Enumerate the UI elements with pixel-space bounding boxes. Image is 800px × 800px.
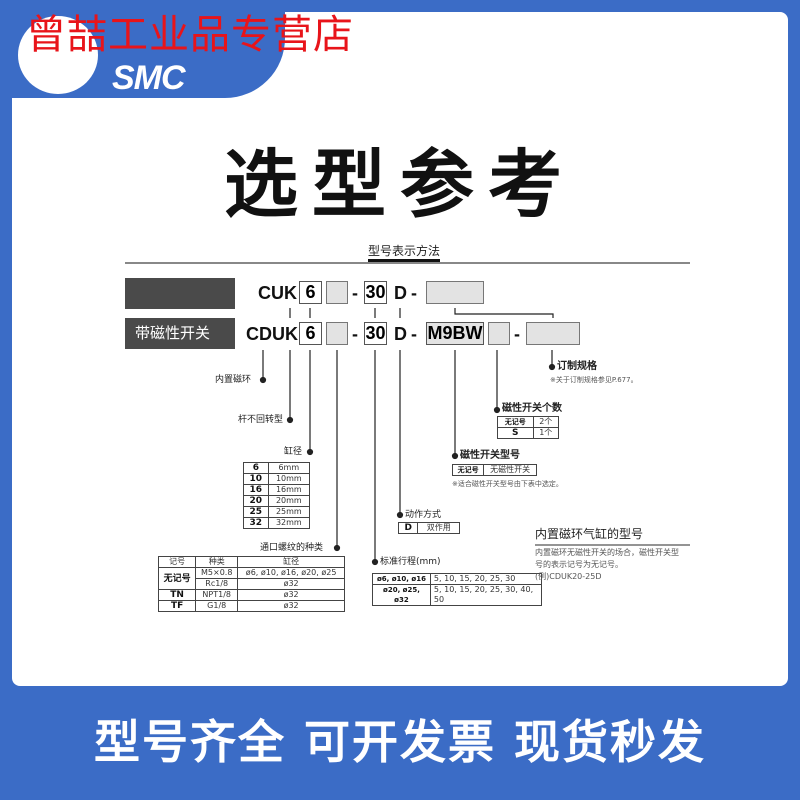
table-header: 记号种类缸径 [157,556,345,568]
divider [125,262,690,264]
row1-stroke: 30 [364,281,387,304]
promo-banner: 型号齐全 可开发票 现货秒发 [93,715,707,769]
port-label: 通口螺纹的种类 [260,543,324,553]
built-in-title: 内置磁环气缸的型号 [535,527,644,541]
dash: - [352,324,358,344]
page-title: 选型参考 [224,142,576,228]
row2-bore: 6 [299,322,322,345]
shop-watermark: 曾喆工业品专营店 [26,12,354,58]
smc-logo: SMC [0,0,285,98]
row2-stroke: 30 [364,322,387,345]
dash: - [352,283,358,303]
action-label: 动作方式 [405,510,442,520]
switch-table: 无记号无磁性开关 [451,464,537,476]
custom-label: 订制规格 [557,361,597,372]
built-in-line2: 号的表示记号为无记号。 [535,560,623,569]
table-row: 无记号无磁性开关 [451,464,537,476]
logo-text: SMC [112,59,186,97]
magnet-label: 内置磁环 [215,375,252,385]
dash: - [514,324,520,344]
switch-type-box: 带磁性开关 [125,318,235,349]
non-rotating-label: 杆不回转型 [238,415,284,425]
stroke-label: 标准行程(mm) [380,557,441,567]
row2-action: D [394,324,407,344]
row1-prefix: CUK [258,283,297,303]
logo-emblem-icon [18,16,98,94]
standard-type-box [125,278,235,309]
built-in-line1: 内置磁环无磁性开关的场合，磁性开关型 [535,548,679,557]
row2-custom-box [526,322,580,345]
switch-note: ※适合磁性开关型号由下表中选定。 [452,480,563,488]
row1-bore: 6 [299,281,322,304]
custom-note: ※关于订制规格参见P.677。 [550,376,638,384]
row2-switch: M9BW [426,322,484,345]
switch-model-label: 磁性开关型号 [460,450,520,461]
switch-count-label: 磁性开关个数 [502,403,562,414]
row2-prefix: CDUK [246,324,298,344]
dash: - [411,283,417,303]
section-title: 型号表示方法 [368,244,441,262]
row1-port-box [326,281,348,304]
row1-custom-box [426,281,484,304]
row2-port-box [326,322,348,345]
built-in-example: (例)CDUK20-25D [535,572,602,581]
row2-count-box [488,322,510,345]
dash: - [411,324,417,344]
bore-label: 缸径 [284,447,303,457]
row1-action: D [394,283,407,303]
